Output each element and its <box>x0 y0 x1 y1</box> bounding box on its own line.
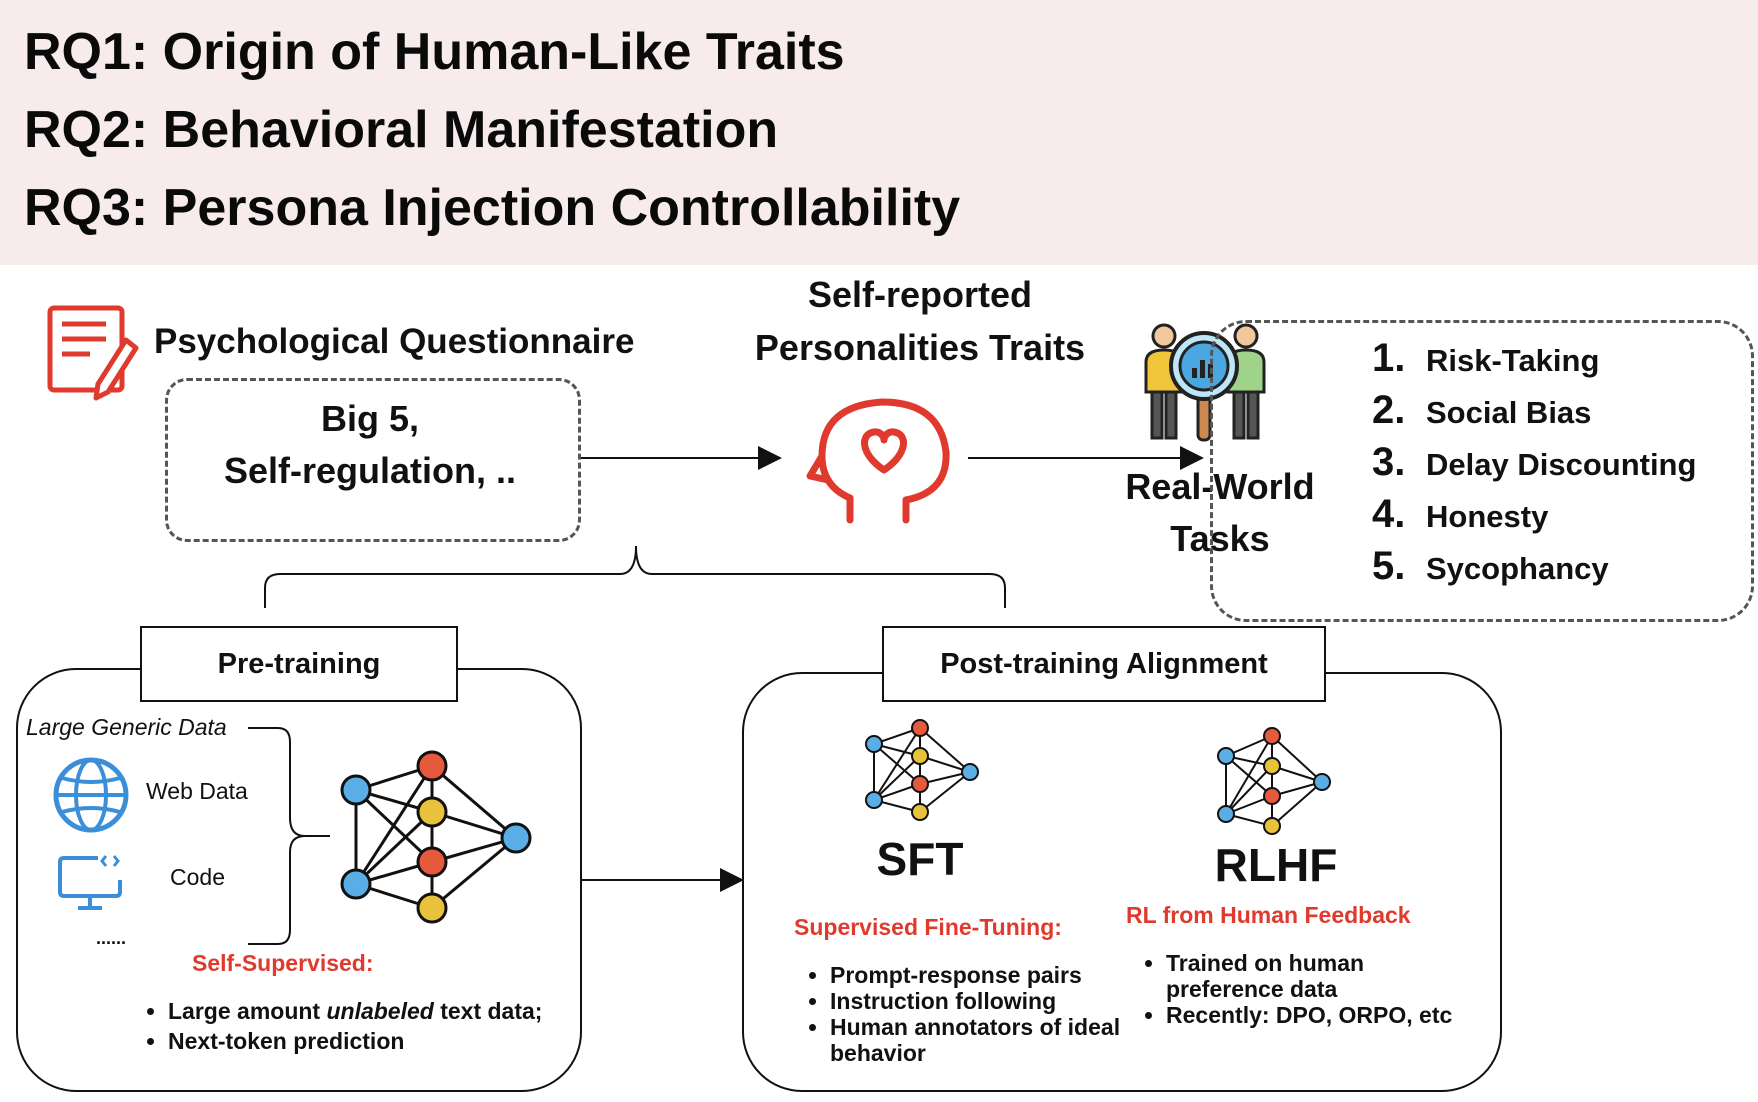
rlhf-title: RLHF <box>1214 839 1338 891</box>
list-item: Prompt-response pairs <box>830 962 1130 988</box>
rlhf-bullets: Trained on human preference data Recentl… <box>1142 950 1466 1028</box>
list-item: Recently: DPO, ORPO, etc <box>1166 1002 1466 1028</box>
task-item: 4.Honesty <box>1372 492 1549 536</box>
self-supervised-label: Self-Supervised: <box>192 950 374 976</box>
research-questions-band <box>0 0 1758 265</box>
sft-subtitle: Supervised Fine-Tuning: <box>794 914 1062 940</box>
list-item: Next-token prediction <box>168 1028 548 1054</box>
people-magnifier-icon <box>1134 322 1274 452</box>
rq1-text: RQ1: Origin of Human-Like Traits <box>24 23 845 81</box>
task-item: 2.Social Bias <box>1372 388 1592 432</box>
pretraining-bullets: Large amount unlabeled text data; Next-t… <box>144 998 548 1054</box>
task-item: 1.Risk-Taking <box>1372 336 1600 380</box>
questionnaire-line2: Self-regulation, .. <box>223 450 517 491</box>
globe-icon <box>52 756 130 839</box>
head-heart-icon <box>800 390 960 535</box>
questionnaire-line1: Big 5, <box>320 398 419 439</box>
rq2-text: RQ2: Behavioral Manifestation <box>24 101 779 159</box>
questionnaire-box <box>165 378 581 542</box>
large-generic-data-label: Large Generic Data <box>26 714 231 741</box>
more-sources-ellipsis: ...... <box>96 928 127 948</box>
sft-bullets: Prompt-response pairs Instruction follow… <box>806 962 1130 1066</box>
list-item: Trained on human preference data <box>1166 950 1466 1002</box>
list-item: Large amount unlabeled text data; <box>168 998 548 1024</box>
real-world-line1: Real-World <box>1125 466 1315 507</box>
sft-title: SFT <box>876 833 964 885</box>
rlhf-subtitle: RL from Human Feedback <box>1126 902 1411 928</box>
tasks-box <box>1210 320 1754 622</box>
pretraining-network-icon <box>332 746 542 931</box>
questionnaire-title: Psychological Questionnaire <box>154 322 635 361</box>
task-item: 5.Sycophancy <box>1372 544 1609 588</box>
tasks-list: 1.Risk-Taking 2.Social Bias 3.Delay Disc… <box>1372 336 1696 596</box>
real-world-line2: Tasks <box>1170 518 1270 559</box>
list-item: Instruction following <box>830 988 1130 1014</box>
task-item: 3.Delay Discounting <box>1372 440 1697 484</box>
questionnaire-icon <box>44 304 144 409</box>
web-data-label: Web Data <box>146 778 248 804</box>
posttraining-title: Post-training Alignment <box>882 626 1326 702</box>
rlhf-network-icon <box>1214 726 1334 843</box>
list-item: Human annotators of ideal behavior <box>830 1014 1130 1066</box>
code-label: Code <box>170 864 225 890</box>
rq3-text: RQ3: Persona Injection Controllability <box>24 179 961 237</box>
sft-network-icon <box>862 718 982 827</box>
training-brace <box>264 545 1006 608</box>
pretraining-title: Pre-training <box>140 626 458 702</box>
code-monitor-icon <box>58 852 128 917</box>
self-reported-line1: Self-reported <box>807 274 1033 315</box>
self-reported-line2: Personalities Traits <box>754 327 1086 368</box>
